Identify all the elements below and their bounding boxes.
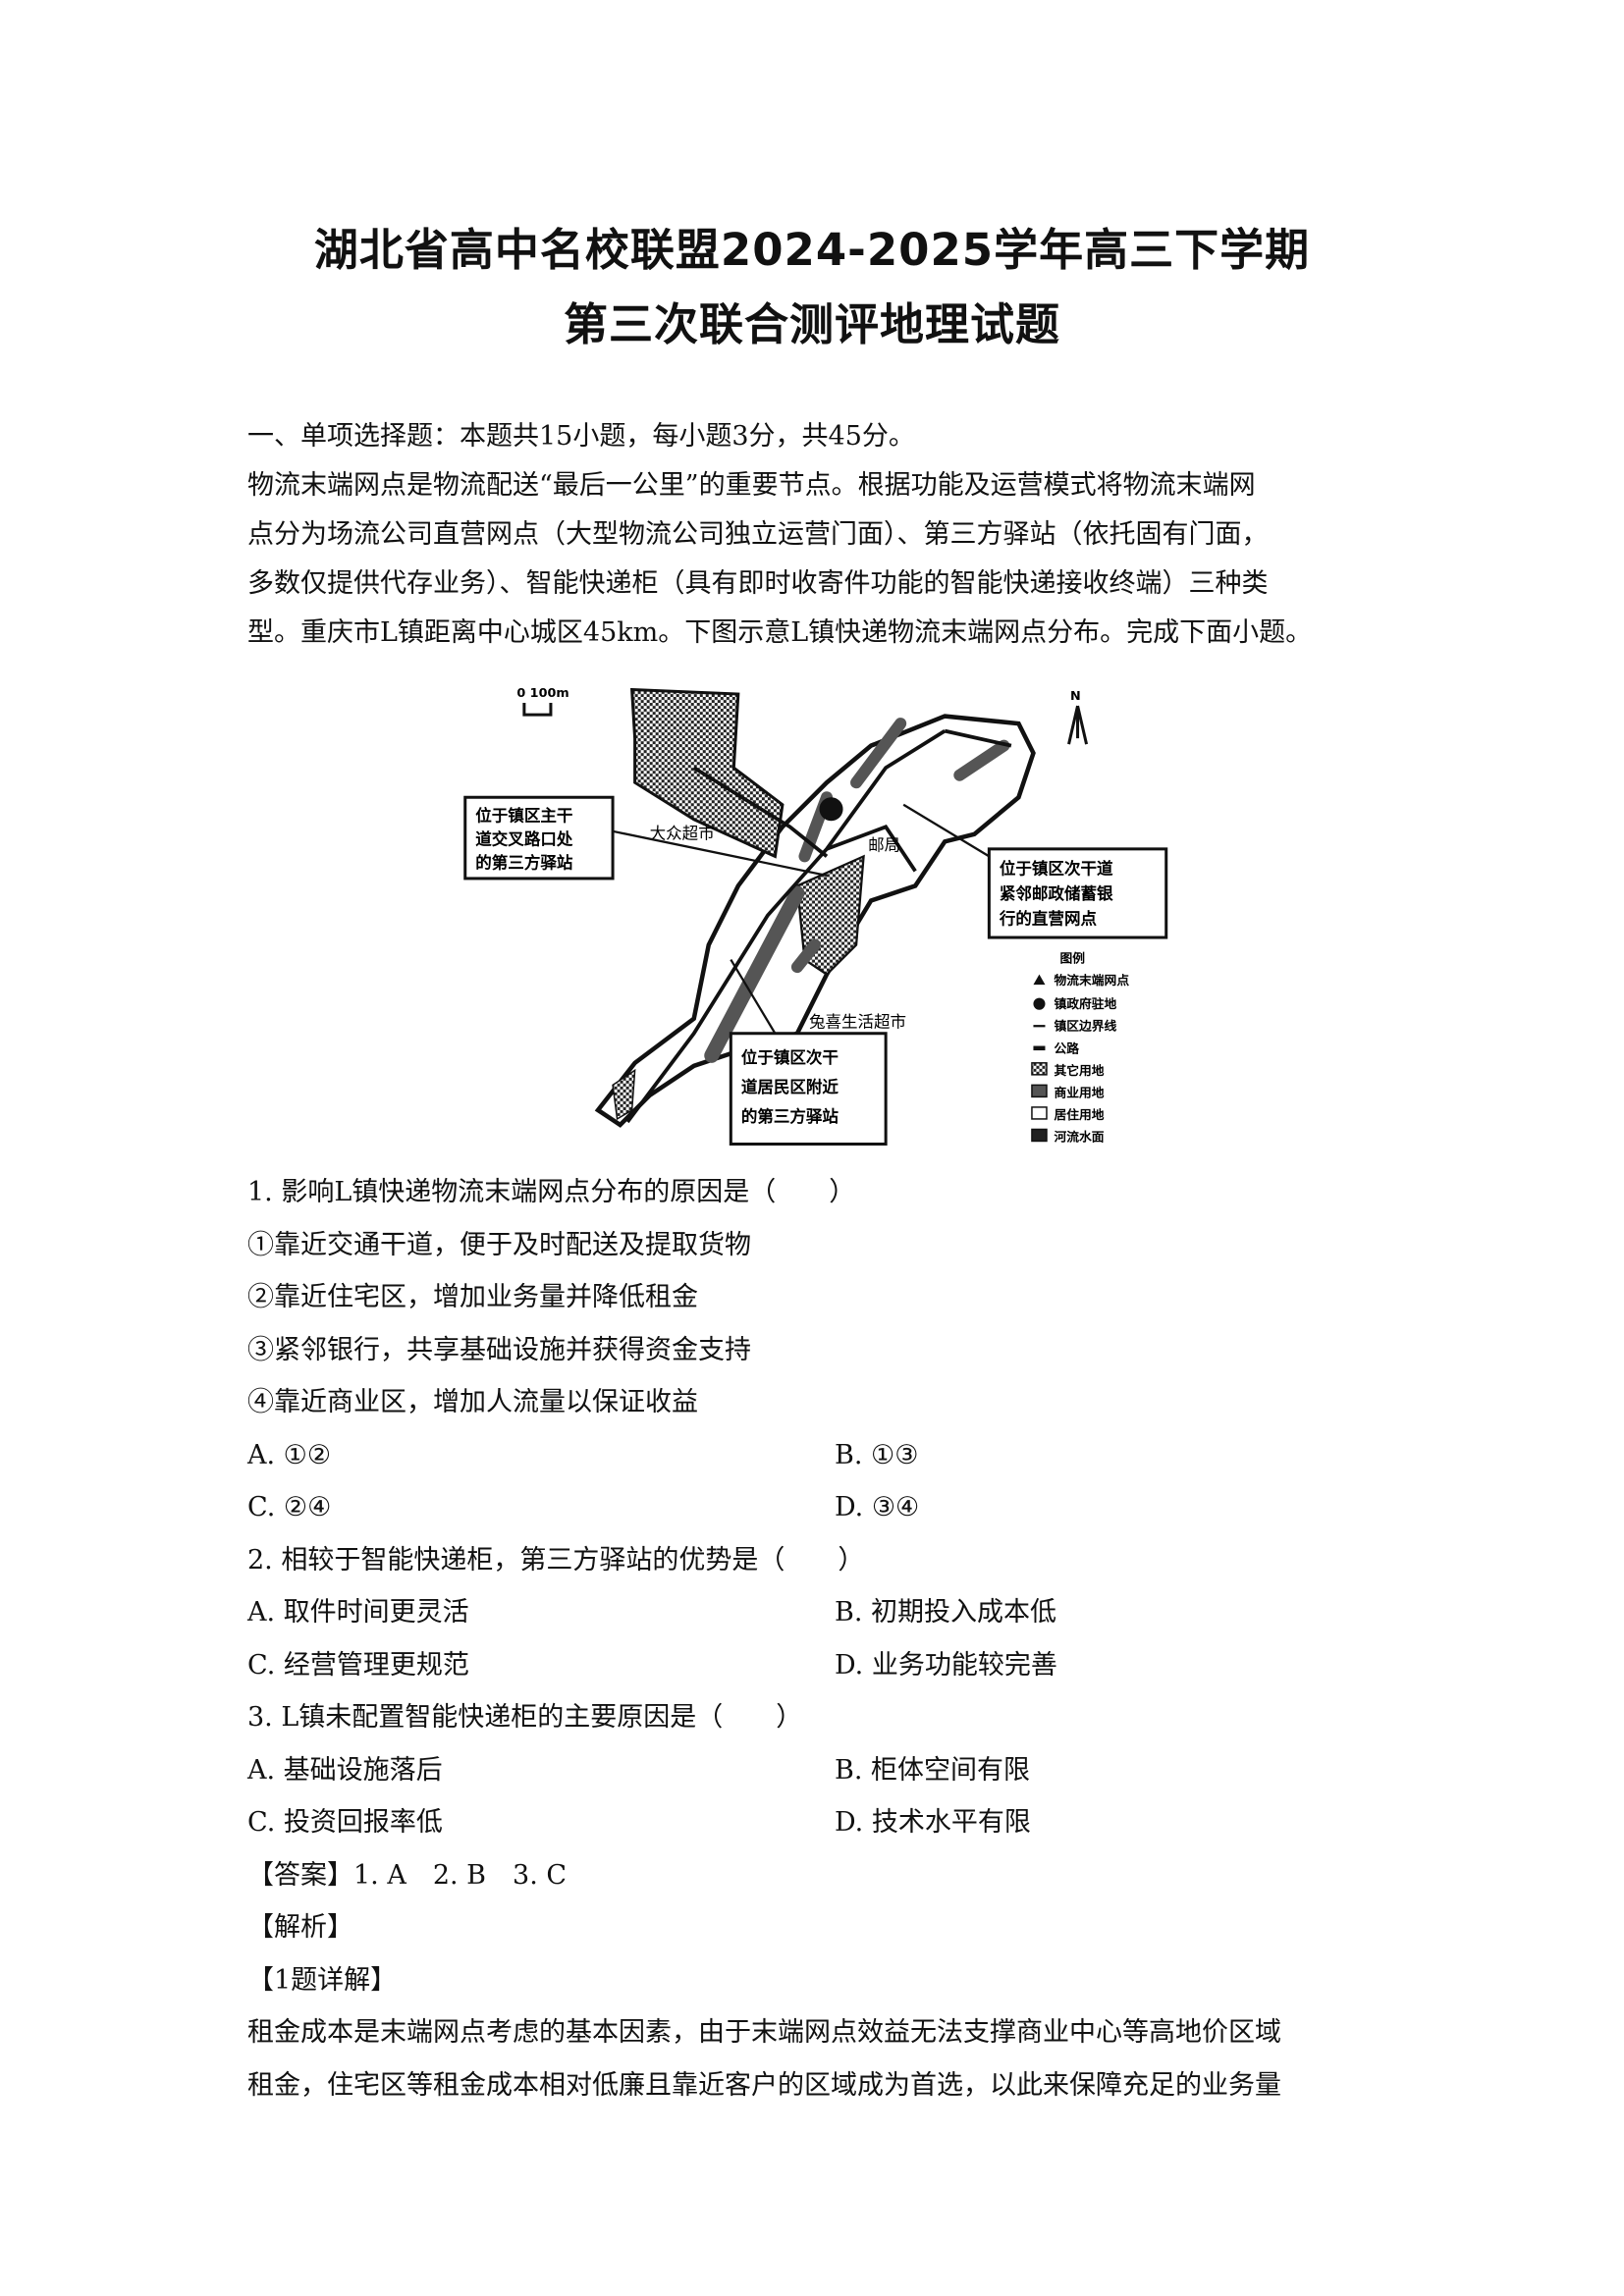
option-a: A. 基础设施落后 [247, 1754, 443, 1786]
svg-text:的第三方驿站: 的第三方驿站 [741, 1106, 839, 1126]
map-legend: 图例 物流末端网点 镇政府驻地 镇区边界线 公路 其它用地 商业用地 居住用地 … [1031, 951, 1129, 1145]
option-a: A. 取件时间更灵活 [247, 1597, 469, 1628]
svg-text:道交叉路口处: 道交叉路口处 [475, 828, 573, 848]
svg-text:镇政府驻地: 镇政府驻地 [1054, 996, 1116, 1012]
detail-line: 租金成本是末端网点考虑的基本因素，由于末端网点效益无法支撑商业中心等高地价区域 [247, 2017, 1281, 2048]
svg-text:图例: 图例 [1060, 951, 1086, 967]
north-arrow-icon: N [1067, 689, 1089, 745]
statement: ②靠近住宅区，增加业务量并降低租金 [247, 1282, 698, 1312]
commercial-land-swatch [1031, 1084, 1048, 1098]
callout-residential-station: 位于镇区次干 道居民区附近 的第三方驿站 [729, 959, 888, 1146]
option-c: C. 投资回报率低 [247, 1807, 443, 1838]
svg-text:河流水面: 河流水面 [1054, 1129, 1104, 1145]
svg-text:位于镇区次干: 位于镇区次干 [741, 1047, 839, 1067]
detail-line: 租金，住宅区等租金成本相对低廉且靠近客户的区域成为首选，以此来保障充足的业务量 [247, 2069, 1281, 2101]
svg-text:镇区边界线: 镇区边界线 [1054, 1019, 1116, 1035]
callout-direct-outlet: 位于镇区次干道 紧邻邮政储蓄银 行的直营网点 [902, 803, 1168, 939]
svg-text:道居民区附近: 道居民区附近 [741, 1077, 839, 1096]
triangle-icon [1033, 974, 1046, 986]
svg-text:位于镇区主干: 位于镇区主干 [475, 805, 572, 825]
option-c: C. ②④ [247, 1492, 332, 1522]
question-3-stem: 3. L镇未配置智能快递柜的主要原因是（ ） [247, 1702, 803, 1733]
town-map-figure: 0 100m N 大众超市 邮局 位于镇区主干 道交叉路口处 的第三方驿站 位于… [463, 686, 1168, 1146]
option-d: D. ③④ [835, 1492, 920, 1522]
label-supermarket: 大众超市 [650, 824, 715, 842]
statement: ③紧邻银行，共享基础设施并获得资金支持 [247, 1334, 751, 1365]
svg-text:0 100m: 0 100m [516, 686, 568, 701]
svg-text:居住用地: 居住用地 [1054, 1107, 1104, 1123]
section-heading: 一、单项选择题：本题共15小题，每小题3分，共45分。 [247, 421, 915, 452]
intro-paragraph: 物流末端网点是物流配送“最后一公里”的重要节点。根据功能及运营模式将物流末端网 … [247, 461, 1386, 658]
roads [625, 728, 1012, 1124]
option-c: C. 经营管理更规范 [247, 1649, 469, 1681]
option-b: B. 初期投入成本低 [835, 1597, 1057, 1628]
svg-text:紧邻邮政储蓄银: 紧邻邮政储蓄银 [1000, 883, 1113, 903]
svg-text:其它用地: 其它用地 [1054, 1063, 1104, 1079]
callout-main-road-station: 位于镇区主干 道交叉路口处 的第三方驿站 [463, 795, 828, 881]
option-b: B. 柜体空间有限 [835, 1754, 1031, 1786]
answer-line: 【答案】1. A 2. B 3. C [247, 1859, 568, 1891]
question-1-stem: 1. 影响L镇快递物流末端网点分布的原因是（ ） [247, 1177, 856, 1207]
svg-text:N: N [1070, 689, 1081, 704]
svg-text:商业用地: 商业用地 [1054, 1085, 1104, 1100]
intro-line: 点分为场流公司直营网点（大型物流公司独立运营门面）、第三方驿站（依托固有门面， [247, 519, 1269, 550]
statement: ①靠近交通干道，便于及时配送及提取货物 [247, 1229, 751, 1260]
circle-icon [1033, 997, 1046, 1010]
page-title-line2: 第三次联合测评地理试题 [563, 298, 1060, 350]
svg-text:物流末端网点: 物流末端网点 [1054, 973, 1129, 988]
intro-line: 型。重庆市L镇距离中心城区45km。下图示意L镇快递物流末端网点分布。完成下面小… [247, 617, 1313, 648]
intro-line: 物流末端网点是物流配送“最后一公里”的重要节点。根据功能及运营模式将物流末端网 [247, 470, 1256, 501]
government-seat-marker [819, 797, 843, 822]
option-b: B. ①③ [835, 1439, 919, 1470]
other-land-area [612, 1068, 636, 1121]
question-2-stem: 2. 相较于智能快递柜，第三方驿站的优势是（ ） [247, 1544, 865, 1575]
option-d: D. 技术水平有限 [835, 1807, 1031, 1838]
intro-line: 多数仅提供代存业务）、智能快递柜（具有即时收寄件功能的智能快递接收终端）三种类 [247, 568, 1269, 599]
svg-text:公路: 公路 [1054, 1041, 1079, 1056]
detail-label: 【1题详解】 [247, 1964, 398, 1996]
analysis-label: 【解析】 [247, 1912, 353, 1943]
scale-bar: 0 100m [516, 686, 569, 717]
page-title-line1: 湖北省高中名校联盟2024-2025学年高三下学期 [313, 224, 1311, 276]
option-a: A. ①② [247, 1439, 332, 1470]
option-d: D. 业务功能较完善 [835, 1649, 1057, 1681]
statement: ④靠近商业区，增加人流量以保证收益 [247, 1387, 698, 1417]
residential-land-swatch [1031, 1106, 1048, 1120]
label-post-office: 邮局 [868, 835, 900, 854]
svg-text:位于镇区次干道: 位于镇区次干道 [1000, 858, 1113, 878]
water-swatch [1031, 1128, 1048, 1143]
other-land-swatch [1031, 1062, 1048, 1076]
other-land-area [630, 687, 785, 859]
questions-section: 1. 影响L镇快递物流末端网点分布的原因是（ ） ①靠近交通干道，便于及时配送及… [247, 1166, 1386, 2111]
svg-text:的第三方驿站: 的第三方驿站 [475, 852, 573, 872]
svg-text:行的直营网点: 行的直营网点 [999, 909, 1098, 929]
label-supermarket: 兔喜生活超市 [809, 1013, 906, 1032]
